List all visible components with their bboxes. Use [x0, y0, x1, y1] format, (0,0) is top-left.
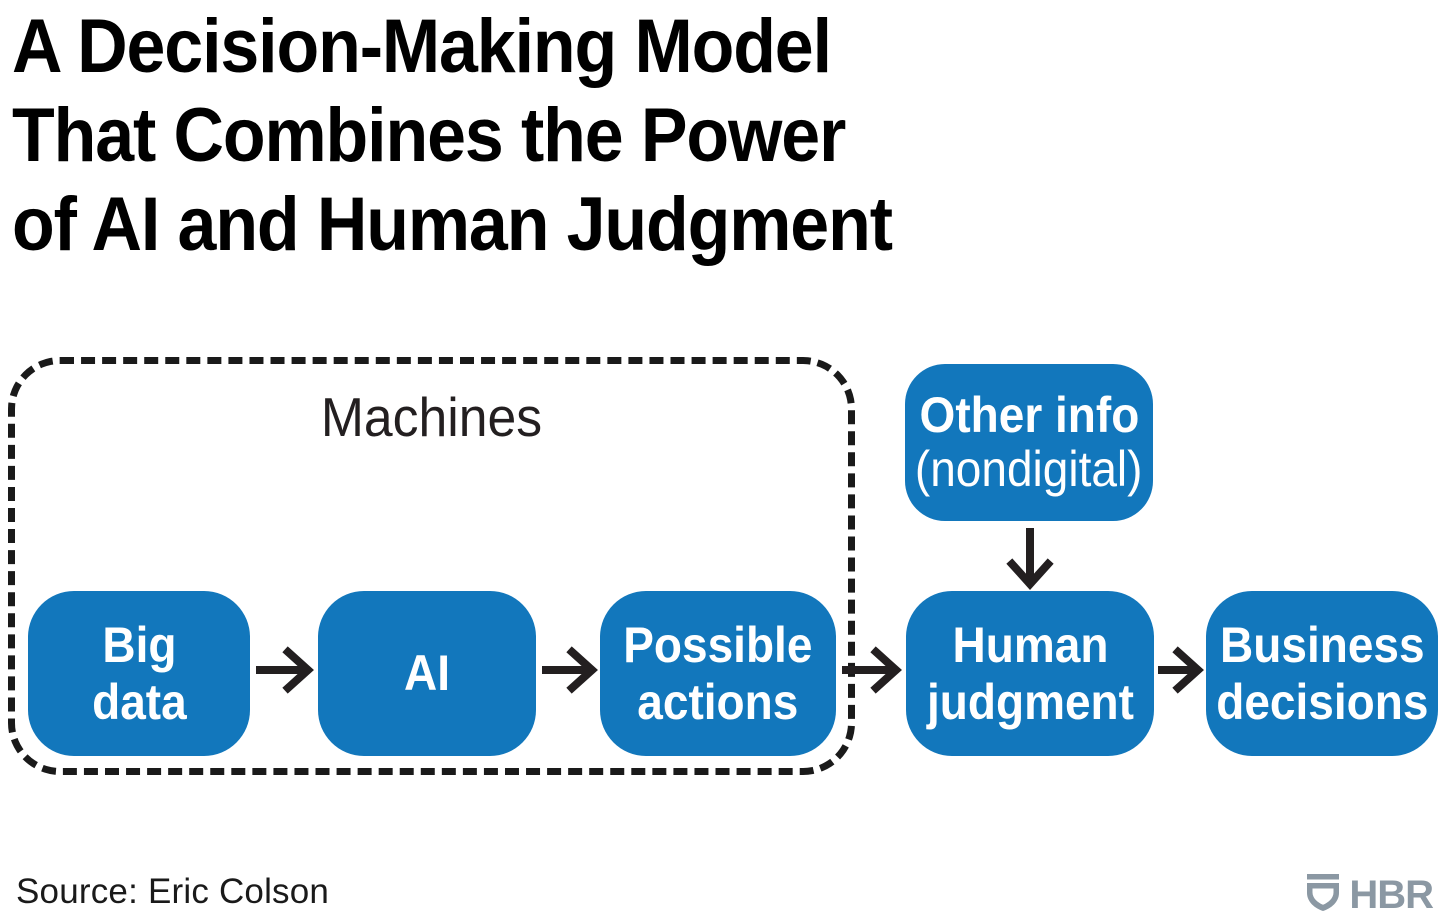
hbr-logo: HBR: [1306, 872, 1434, 917]
shield-icon: [1306, 872, 1340, 917]
arrow-other-info-to-human-judgment: [1002, 528, 1058, 590]
node-ai-label: AI: [404, 645, 450, 701]
arrow-possible-actions-to-human-judgment: [842, 644, 902, 696]
arrow-human-judgment-to-business-decisions: [1158, 644, 1204, 696]
page-title: A Decision-Making Model That Combines th…: [12, 2, 1212, 269]
node-business-decisions[interactable]: Business decisions: [1206, 591, 1438, 756]
node-big-data[interactable]: Big data: [28, 591, 250, 756]
node-possible-actions-label: Possible actions: [623, 616, 813, 730]
node-other-info[interactable]: Other info (nondigital): [905, 364, 1153, 521]
node-big-data-label: Big data: [91, 616, 187, 730]
machines-group-boundary: [8, 357, 855, 775]
node-possible-actions[interactable]: Possible actions: [600, 591, 836, 756]
node-business-decisions-label: Business decisions: [1215, 616, 1429, 730]
node-human-judgment-label: Human judgment: [926, 616, 1134, 730]
arrow-ai-to-possible-actions: [542, 644, 598, 696]
node-ai[interactable]: AI: [318, 591, 536, 756]
title-line-1: A Decision-Making Model: [12, 4, 832, 89]
hbr-wordmark: HBR: [1349, 872, 1434, 917]
node-other-info-sublabel: (nondigital): [915, 440, 1143, 497]
title-line-2: That Combines the Power: [12, 93, 846, 178]
arrow-big-data-to-ai: [256, 644, 314, 696]
source-note: Source: Eric Colson: [16, 872, 330, 911]
machines-group-label: Machines: [320, 386, 543, 448]
node-other-info-label: Other info: [919, 386, 1139, 443]
title-line-3: of AI and Human Judgment: [12, 182, 893, 267]
node-human-judgment[interactable]: Human judgment: [906, 591, 1154, 756]
